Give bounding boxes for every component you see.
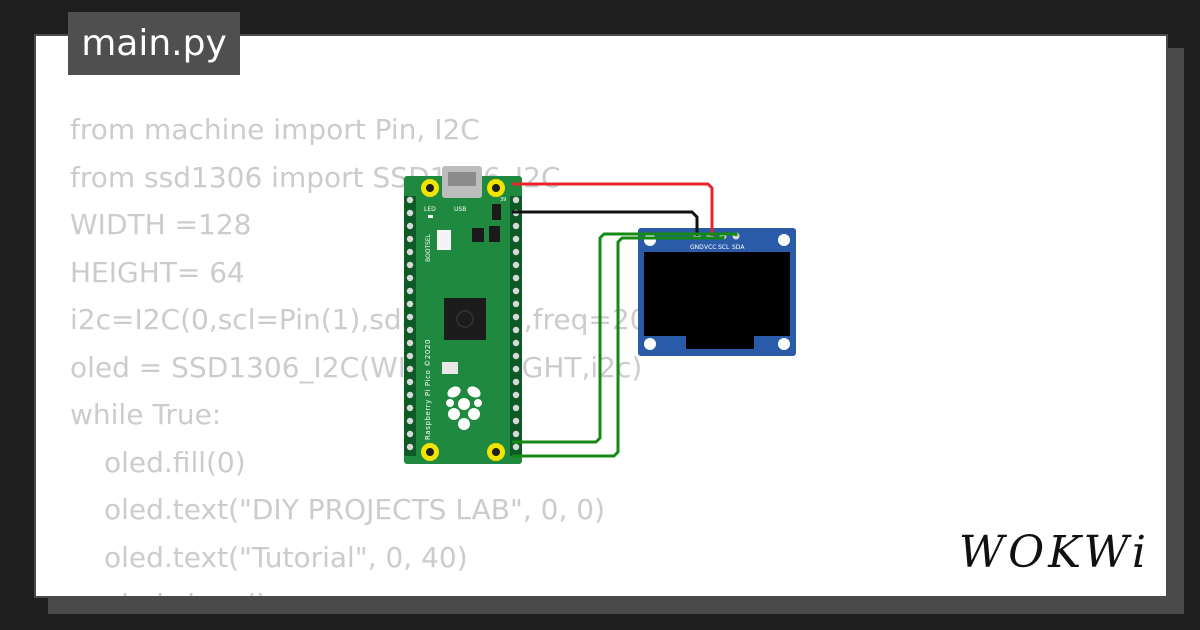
pin-pad <box>406 209 414 217</box>
bootsel-button[interactable] <box>437 230 451 250</box>
pin-pad <box>512 417 520 425</box>
pin-number-label: 39 <box>500 197 506 203</box>
flash-chip <box>442 362 458 374</box>
pin-pad <box>512 378 520 386</box>
bootsel-label: BOOTSEL <box>425 233 432 262</box>
pin-pad <box>406 430 414 438</box>
raspberry-pi-pico-board[interactable]: LED USB 39 BOOTSEL Raspberry Pi Pico ©20… <box>404 166 522 464</box>
pin-pad <box>512 313 520 321</box>
rp2040-chip <box>444 298 486 340</box>
pin-pad <box>406 352 414 360</box>
led-label: LED <box>424 206 436 213</box>
pin-pad <box>512 248 520 256</box>
pin-pad <box>512 274 520 282</box>
oled-screen <box>644 252 790 336</box>
pin-pad <box>512 196 520 204</box>
pin-pad <box>406 365 414 373</box>
pin-pad <box>406 417 414 425</box>
code-line: from machine import Pin, I2C <box>70 113 480 146</box>
pin-pad <box>512 261 520 269</box>
oled-pin-vcc: VCC <box>704 244 716 251</box>
pin-pad <box>512 404 520 412</box>
code-line: oled.text("Tutorial", 0, 40) <box>104 540 468 574</box>
pin-pad <box>406 287 414 295</box>
pin-pad <box>512 365 520 373</box>
pico-brand-label: Raspberry Pi Pico ©2020 <box>424 339 432 440</box>
pin-pad <box>406 339 414 347</box>
pin-pad <box>512 222 520 230</box>
pin-pad <box>512 235 520 243</box>
pin-pad <box>406 222 414 230</box>
sda-wire[interactable] <box>512 232 738 444</box>
code-line: i2c=I2C(0,scl=Pin(1),sda=Pin(0),freq=200… <box>70 303 730 336</box>
led <box>428 215 433 218</box>
pin-pad <box>512 430 520 438</box>
pin-pad <box>512 352 520 360</box>
pin-pad <box>406 404 414 412</box>
pin-pad <box>512 443 520 451</box>
pin-pad <box>406 378 414 386</box>
pin-pad <box>406 248 414 256</box>
pin-pad <box>512 391 520 399</box>
pin-pad <box>512 287 520 295</box>
pin-pad <box>512 326 520 334</box>
code-line: WIDTH =128 <box>70 208 252 241</box>
gnd-wire[interactable] <box>512 210 699 236</box>
oled-pin-gnd: GND <box>690 244 704 251</box>
pin-pad <box>512 300 520 308</box>
oled-pin-sda: SDA <box>732 244 745 251</box>
pin-pad <box>406 235 414 243</box>
pin-pad <box>406 196 414 204</box>
wokwi-logo: WOKWi <box>958 527 1150 578</box>
usb-label: USB <box>454 206 466 213</box>
code-line: oled.fill(0) <box>104 445 246 479</box>
file-tab-main-py[interactable]: main.py <box>68 12 240 75</box>
pin-pad <box>406 326 414 334</box>
pin-pad <box>406 261 414 269</box>
pin-pad <box>406 313 414 321</box>
code-line: oled.text("DIY PROJECTS LAB", 0, 0) <box>104 493 605 526</box>
code-line: oled.show() <box>70 581 730 596</box>
pin-pad <box>406 391 414 399</box>
pin-pad <box>406 300 414 308</box>
vcc-wire[interactable] <box>512 182 714 236</box>
code-line: while True: <box>70 398 222 431</box>
pin-pad <box>512 339 520 347</box>
pin-pad <box>406 443 414 451</box>
scl-wire[interactable] <box>512 236 725 458</box>
raspberry-logo-icon <box>446 386 482 430</box>
code-line: HEIGHT= 64 <box>70 255 245 289</box>
ssd1306-oled-module[interactable]: GND VCC SCL SDA <box>638 228 796 356</box>
pin-pad <box>406 274 414 282</box>
oled-pin-scl: SCL <box>718 244 730 251</box>
